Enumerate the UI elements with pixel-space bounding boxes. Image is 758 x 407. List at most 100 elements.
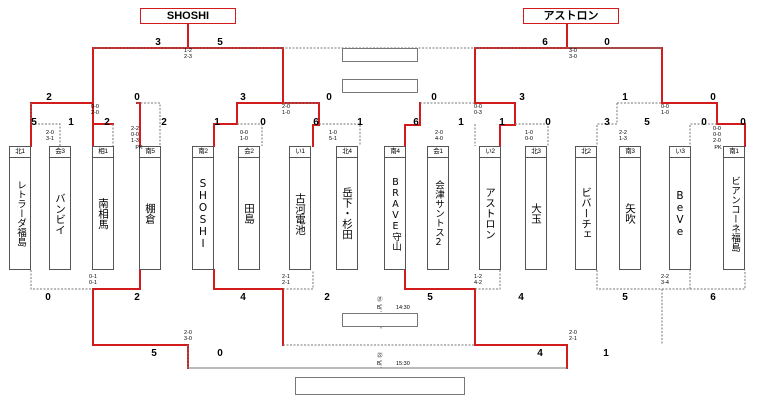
champion-box-right: アストロン xyxy=(523,8,619,24)
team-name: 矢吹 xyxy=(624,203,636,224)
empty-box-2 xyxy=(342,79,418,93)
team-tag: 南1 xyxy=(724,147,744,158)
r2-score: 2 xyxy=(46,92,52,103)
r1-score: 6 xyxy=(313,117,319,128)
r1-score: 1 xyxy=(458,117,464,128)
team-tag: 会1 xyxy=(428,147,448,158)
match-21-venue: B xyxy=(377,305,381,311)
cons-score: 0 xyxy=(45,292,51,303)
top-detail: 1-2 2-3 xyxy=(184,48,192,60)
empty-box-3 xyxy=(342,313,418,327)
team-box: 南1 ビアンコーネ福島 xyxy=(723,146,745,270)
team-name: レトラーダ福島 xyxy=(15,180,26,247)
match-21-time: 14:30 xyxy=(396,305,410,311)
match-22-time: 15:30 xyxy=(396,361,410,367)
cons-detail: 2-1 2-1 xyxy=(282,274,290,286)
team-tag: 南5 xyxy=(140,147,160,158)
champion-box-left: SHOSHI xyxy=(140,8,236,24)
r1-score: 5 xyxy=(31,117,37,128)
cons-score: 2 xyxy=(324,292,330,303)
r1-score: 0 xyxy=(545,117,551,128)
cons-score: 4 xyxy=(240,292,246,303)
team-name: BRAVE守山 xyxy=(390,176,401,251)
team-tag: 相1 xyxy=(93,147,113,158)
final-score: 0 xyxy=(217,348,223,359)
final-score: 4 xyxy=(537,348,543,359)
top-score: 0 xyxy=(604,37,610,48)
cons-detail: 0-1 0-1 xyxy=(89,274,97,286)
team-tag: 南4 xyxy=(385,147,405,158)
r2-score: 0 xyxy=(710,92,716,103)
team-name: ビアンコーネ福島 xyxy=(729,175,740,252)
top-score: 6 xyxy=(542,37,548,48)
match-22-number: ㉒ xyxy=(377,353,383,359)
team-box: 北2 ビバーチェ xyxy=(575,146,597,270)
r2-detail: 0-0 0-3 xyxy=(474,104,482,116)
empty-box-4 xyxy=(295,377,465,395)
team-name: 田島 xyxy=(243,203,255,224)
team-tag: 南3 xyxy=(620,147,640,158)
top-detail: 3-0 3-0 xyxy=(569,48,577,60)
team-box: 北1 レトラーダ福島 xyxy=(9,146,31,270)
team-name: 南相馬 xyxy=(97,197,109,230)
r1-score: 0 xyxy=(740,117,746,128)
empty-box-1 xyxy=(342,48,418,62)
match-21-number: ㉑ xyxy=(377,297,383,303)
final-score: 5 xyxy=(151,348,157,359)
r1-score: 1 xyxy=(68,117,74,128)
r1-score: 0 xyxy=(260,117,266,128)
match-22-venue: B xyxy=(377,361,381,367)
cons-score: 5 xyxy=(427,292,433,303)
team-name: 棚倉 xyxy=(144,203,156,224)
r1-score: 5 xyxy=(644,117,650,128)
team-name: 会津サントス2 xyxy=(433,179,444,248)
r2-score: 0 xyxy=(134,92,140,103)
r1-score: 1 xyxy=(214,117,220,128)
team-tag: 会3 xyxy=(50,147,70,158)
r1-detail: 2-0 4-0 xyxy=(435,130,443,142)
r1-detail: 2-2 0-0 1-3 xyxy=(131,126,139,144)
top-score: 3 xyxy=(155,37,161,48)
r2-score: 0 xyxy=(326,92,332,103)
team-tag: 北1 xyxy=(10,147,30,158)
top-score: 5 xyxy=(217,37,223,48)
r1-detail: 1-0 0-0 xyxy=(525,130,533,142)
r2-score: 1 xyxy=(622,92,628,103)
final-detail: 2-0 3-0 xyxy=(184,330,192,342)
r2-score: 3 xyxy=(240,92,246,103)
team-name: 古河電池 xyxy=(294,192,306,235)
team-name: バンビイ xyxy=(54,192,66,235)
r1-detail: 2-0 3-1 xyxy=(46,130,54,142)
cons-detail: 1-2 4-2 xyxy=(474,274,482,286)
team-box: 会2 田島 xyxy=(238,146,260,270)
team-tag: 北3 xyxy=(526,147,546,158)
team-tag: 北2 xyxy=(576,147,596,158)
r2-score: 3 xyxy=(519,92,525,103)
team-tag: い3 xyxy=(670,147,690,158)
team-tag: 北4 xyxy=(337,147,357,158)
r1-score: 2 xyxy=(104,117,110,128)
cons-score: 2 xyxy=(134,292,140,303)
r1-detail: 0-0 0-0 2-0 xyxy=(713,126,721,144)
r2-score: 0 xyxy=(431,92,437,103)
pk-label: PK xyxy=(135,145,143,151)
pk-label: PK xyxy=(714,145,722,151)
cons-detail: 2-2 3-4 xyxy=(661,274,669,286)
r2-detail: 2-0 1-0 xyxy=(282,104,290,116)
team-name: ビバーチェ xyxy=(580,187,592,240)
r1-score: 1 xyxy=(499,117,505,128)
team-box: 会1 会津サントス2 xyxy=(427,146,449,270)
r1-score: 3 xyxy=(604,117,610,128)
r1-detail: 1-0 5-1 xyxy=(329,130,337,142)
team-name: BeVe xyxy=(674,189,686,238)
team-tag: 会2 xyxy=(239,147,259,158)
final-detail: 2-0 2-1 xyxy=(569,330,577,342)
team-box: 南3 矢吹 xyxy=(619,146,641,270)
team-name: 大玉 xyxy=(530,203,542,224)
